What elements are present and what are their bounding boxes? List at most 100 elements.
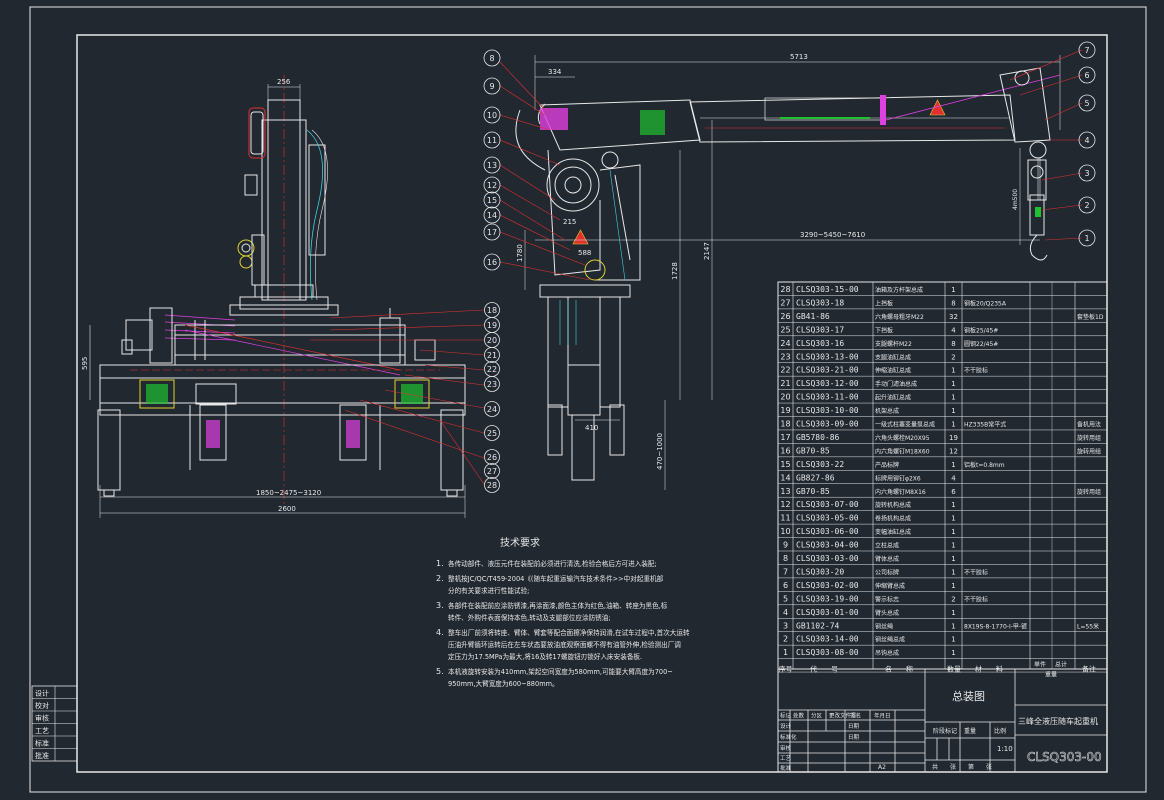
bom-code: GB70-85 [796, 487, 830, 496]
tech-item-line: 压油升臂循环运转后在左车状态要放油底观察面螺不得有油管外伸,检验测出厂调 [448, 640, 681, 649]
balloon: 17 [483, 223, 501, 241]
tech-title: 技术要求 [500, 536, 540, 549]
bom-note: 旋转用组 [1077, 488, 1101, 496]
bom-name: 支腿螺杆M22 [875, 340, 912, 348]
bom-material: 不干胶标 [964, 568, 988, 576]
bom-qty: 8 [951, 340, 955, 348]
bom-code: CLSQ303-19-00 [796, 594, 859, 603]
balloon: 6 [1078, 66, 1096, 84]
bom-qty: 1 [951, 542, 955, 550]
bom-no: 16 [780, 446, 790, 455]
balloon-number: 5 [1084, 99, 1089, 108]
bom-qty: 1 [951, 380, 955, 388]
bom-qty: 1 [951, 568, 955, 576]
balloon: 24 [484, 401, 500, 417]
balloon-number: 8 [489, 54, 494, 63]
balloon: 25 [484, 425, 500, 441]
title-block-text: 总装图 三峰全液压随车起重机 CLSQ303-00 阶段标记 重量 比例 1:1… [780, 689, 1102, 772]
bom-qty: 12 [949, 447, 958, 455]
balloon-number: 20 [487, 336, 497, 345]
drawing-number: CLSQ303-00 [1027, 750, 1102, 764]
bom-material: HZ335B常平式 [964, 421, 1006, 429]
rev-header: 分区 [811, 712, 823, 720]
bom-qty: 1 [951, 515, 955, 523]
bom-no: 10 [780, 527, 790, 536]
bom-name: 臂头总成 [875, 609, 899, 617]
bom-name: 伸缩臂总成 [875, 582, 905, 590]
balloon-number: 17 [487, 228, 497, 237]
balloon-number: 27 [487, 467, 497, 476]
dim-side-top-total: 5713 [790, 53, 808, 61]
balloon: 7 [1078, 41, 1096, 59]
bom-name: 变幅油缸总成 [875, 528, 911, 536]
tech-item-line: 整车出厂前须将转座、臂体、臂套等配合面擦净保持润滑,在试车过程中,首次大运转 [448, 628, 690, 637]
role-label: 设计 [780, 722, 792, 730]
bom-code: CLSQ303-01-00 [796, 608, 859, 617]
balloon-number: 11 [487, 136, 497, 145]
balloon-number: 16 [487, 258, 497, 267]
bom-name: 标牌用铆钉φ2X6 [875, 474, 921, 482]
bom-code: CLSQ303-21-00 [796, 366, 859, 375]
bom-note: 旋转用组 [1077, 434, 1101, 442]
bom-no: 13 [780, 487, 790, 496]
bom-code: CLSQ303-17 [796, 325, 844, 334]
bom-code: CLSQ303-16 [796, 339, 844, 348]
bom-qty: 2 [951, 353, 955, 361]
bom-qty: 1 [951, 649, 955, 657]
balloon: 5 [1078, 94, 1096, 112]
sheet-no: 第 张 [968, 763, 992, 771]
balloon: 26 [484, 449, 500, 465]
balloon: 10 [483, 106, 501, 124]
bom-code: CLSQ303-04-00 [796, 541, 859, 550]
bom-name: 下挡板 [875, 326, 893, 334]
bom-no: 19 [780, 406, 790, 415]
dim-side-base: 410 [585, 424, 598, 432]
bom-name: 起升油缸总成 [875, 394, 911, 402]
bom-name: 支腿油缸总成 [875, 353, 911, 361]
tech-item-line: 本机液旋转安装为410mm,架起空间宽度为580mm,可能要大臂高度为700~ [448, 667, 673, 676]
dim-side-h3: 2147 [703, 242, 711, 260]
dim-side-h2: 1728 [671, 262, 679, 280]
bom-no: 3 [783, 621, 788, 630]
role-label: 批准 [780, 764, 792, 772]
bom-code: GB70-85 [796, 446, 830, 455]
balloon-number: 7 [1084, 46, 1089, 55]
bom-material: 钢板20/Q235A [964, 299, 1007, 307]
rev-header: 年月日 [874, 712, 891, 720]
bom-qty: 1 [951, 582, 955, 590]
balloon: 20 [484, 332, 500, 348]
scale-label: 比例 [994, 727, 1006, 735]
left-block-label: 标准 [35, 739, 49, 748]
dim-front-width: 2600 [278, 505, 296, 513]
bom-code: CLSQ303-09-00 [796, 420, 859, 429]
bom-no: 28 [780, 285, 790, 294]
balloon: 15 [483, 191, 501, 209]
balloon: 21 [484, 347, 500, 363]
bom-qty: 4 [951, 326, 956, 334]
tech-item-line: 各传动部件、液压元件在装配前必须进行清洗,检验合格后方可进入装配; [448, 559, 657, 568]
bom-no: 14 [780, 473, 790, 482]
bom-qty: 1 [951, 609, 955, 617]
balloon-number: 1 [1084, 234, 1089, 243]
left-block-label: 设计 [35, 689, 49, 698]
bom-name: 六角头螺栓M20X95 [875, 434, 930, 442]
bom-qty: 1 [951, 555, 955, 563]
bom-name: 上挡板 [875, 299, 893, 307]
title-block [777, 668, 1108, 773]
balloon: 2 [1078, 196, 1096, 214]
tech-item-number: 3. [436, 601, 444, 610]
balloon-number: 28 [487, 481, 497, 490]
dim-side-top-small: 334 [548, 68, 562, 76]
